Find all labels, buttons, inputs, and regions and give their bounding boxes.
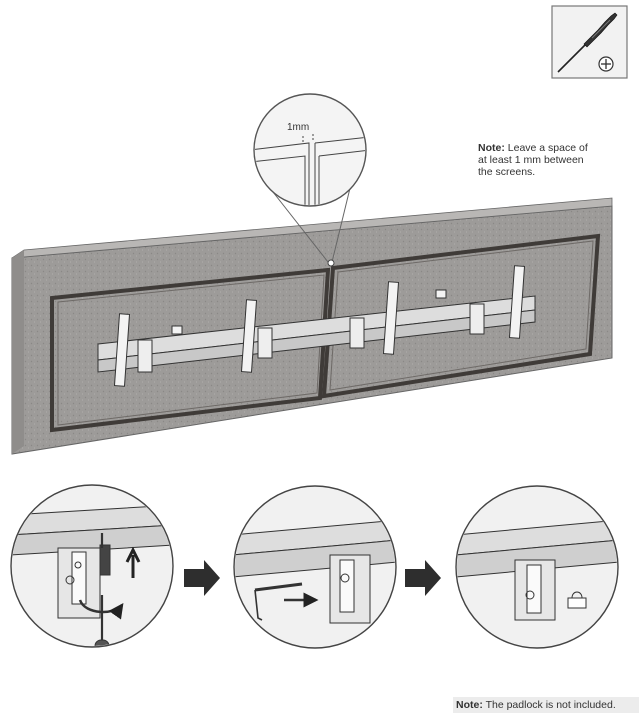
step-2-circle [233,485,397,649]
up-arrow-icon [125,546,141,578]
note-bottom: Note: The padlock is not included. [453,697,639,713]
note-bottom-prefix: Note: [456,699,483,711]
note-bottom-text: The padlock is not included. [485,699,616,711]
next-arrow-icon-2 [405,560,441,596]
note-top: Note: Leave a space of at least 1 mm bet… [478,142,598,178]
screen-right [321,233,601,399]
note-top-line3: the screens. [478,166,536,178]
detail-label: 1mm [287,122,310,133]
note-top-line1: Leave a space of [507,142,588,154]
screen-left [50,267,331,433]
step-3-circle [455,485,619,649]
note-top-line2: at least 1 mm between [478,154,584,166]
next-arrow-icon-1 [184,560,220,596]
tool-box [551,5,628,79]
note-top-prefix: Note: [478,142,505,154]
step-1-circle [10,484,174,648]
gap-detail-zoom [253,93,367,267]
phillips-screwdriver-icon [557,12,618,73]
vertical-brackets [113,265,526,387]
